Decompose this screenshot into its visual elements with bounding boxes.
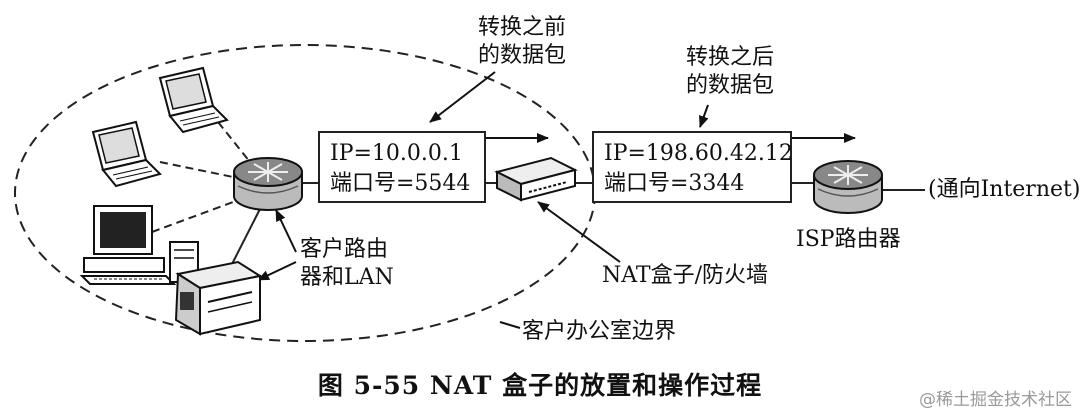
link-desktop [151, 197, 245, 233]
packet-after-port: 端口号=3344 [604, 171, 745, 196]
label-isp-router: ISP路由器 [796, 227, 901, 252]
callout-router [275, 209, 297, 253]
customer-router-icon [233, 157, 303, 211]
link-laptop-top [209, 111, 251, 163]
label-router-lan-line1: 客户路由 [300, 237, 389, 262]
isp-router-icon [813, 160, 883, 214]
packet-before-ip: IP=10.0.0.1 [330, 141, 463, 166]
label-internet: (通向Internet) [928, 177, 1080, 202]
link-laptop-left [159, 161, 239, 179]
label-office-boundary: 客户办公室边界 [522, 319, 677, 344]
label-before-packet: 转换之前 的数据包 [478, 14, 566, 70]
callout-boundary [499, 321, 521, 329]
packet-before: IP=10.0.0.1 端口号=5544 [318, 131, 486, 203]
desktop-computer-icon [79, 205, 199, 285]
label-before-line1: 转换之前 [478, 15, 567, 40]
laptop-icon [91, 120, 162, 188]
label-after-packet: 转换之后 的数据包 [686, 44, 774, 100]
figure-caption: 图 5-55 NAT 盒子的放置和操作过程 [317, 371, 763, 400]
packet-after: IP=198.60.42.12 端口号=3344 [592, 131, 793, 203]
nat-box-icon [494, 156, 578, 202]
label-after-line1: 转换之后 [686, 45, 775, 70]
callout-printer [257, 261, 297, 281]
laptop-icon [158, 66, 229, 134]
callout-after-packet [699, 104, 709, 128]
label-router-lan-line2: 器和LAN [300, 265, 394, 290]
watermark: @稀土掘金技术社区 [919, 390, 1072, 410]
packet-before-port: 端口号=5544 [330, 171, 471, 196]
label-router-lan: 客户路由 器和LAN [300, 236, 394, 292]
label-nat-box: NAT盒子/防火墙 [602, 263, 769, 288]
packet-after-ip: IP=198.60.42.12 [604, 141, 793, 166]
printer-icon [174, 260, 263, 336]
callout-before-packet [429, 71, 496, 123]
label-after-line2: 的数据包 [686, 73, 775, 98]
label-before-line2: 的数据包 [478, 43, 567, 68]
callout-nat-box [537, 201, 621, 263]
link-printer [229, 204, 263, 269]
